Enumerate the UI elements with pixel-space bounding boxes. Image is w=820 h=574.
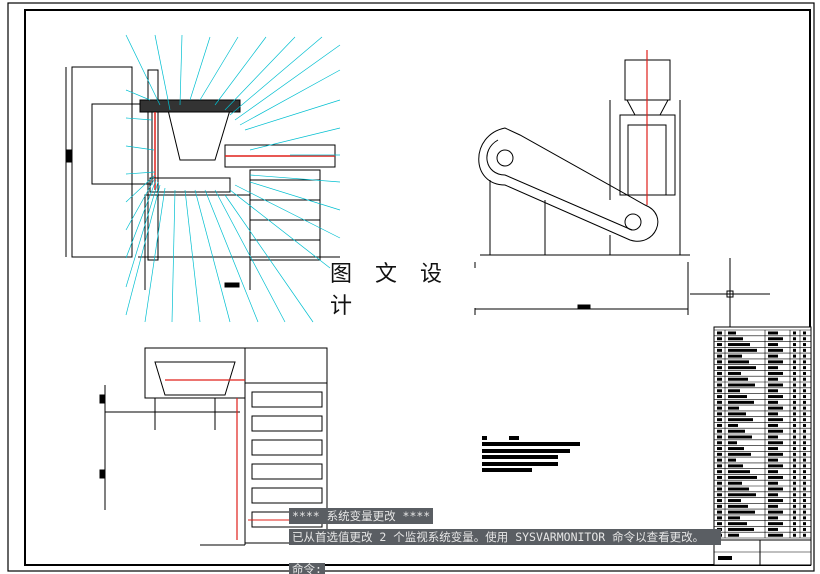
command-history-line-1: **** 系统变量更改 **** (289, 508, 434, 524)
command-prompt[interactable]: 命令: (289, 563, 325, 574)
leader-lines (125, 34, 341, 323)
front-view-drawing (99, 347, 328, 546)
crosshair-cursor (690, 258, 770, 330)
command-history-line-2: 已从首选值更改 2 个监视系统变量。使用 SYSVARMONITOR 命令以查看… (289, 529, 721, 545)
technical-notes-redacted (482, 436, 580, 472)
outer-frame (7, 2, 815, 572)
conveyor-view-drawing (474, 50, 690, 315)
watermark: 图 文 设 计 (330, 262, 490, 319)
parts-list-table (713, 326, 812, 566)
inner-frame (24, 9, 811, 566)
side-view-drawing (65, 66, 340, 290)
